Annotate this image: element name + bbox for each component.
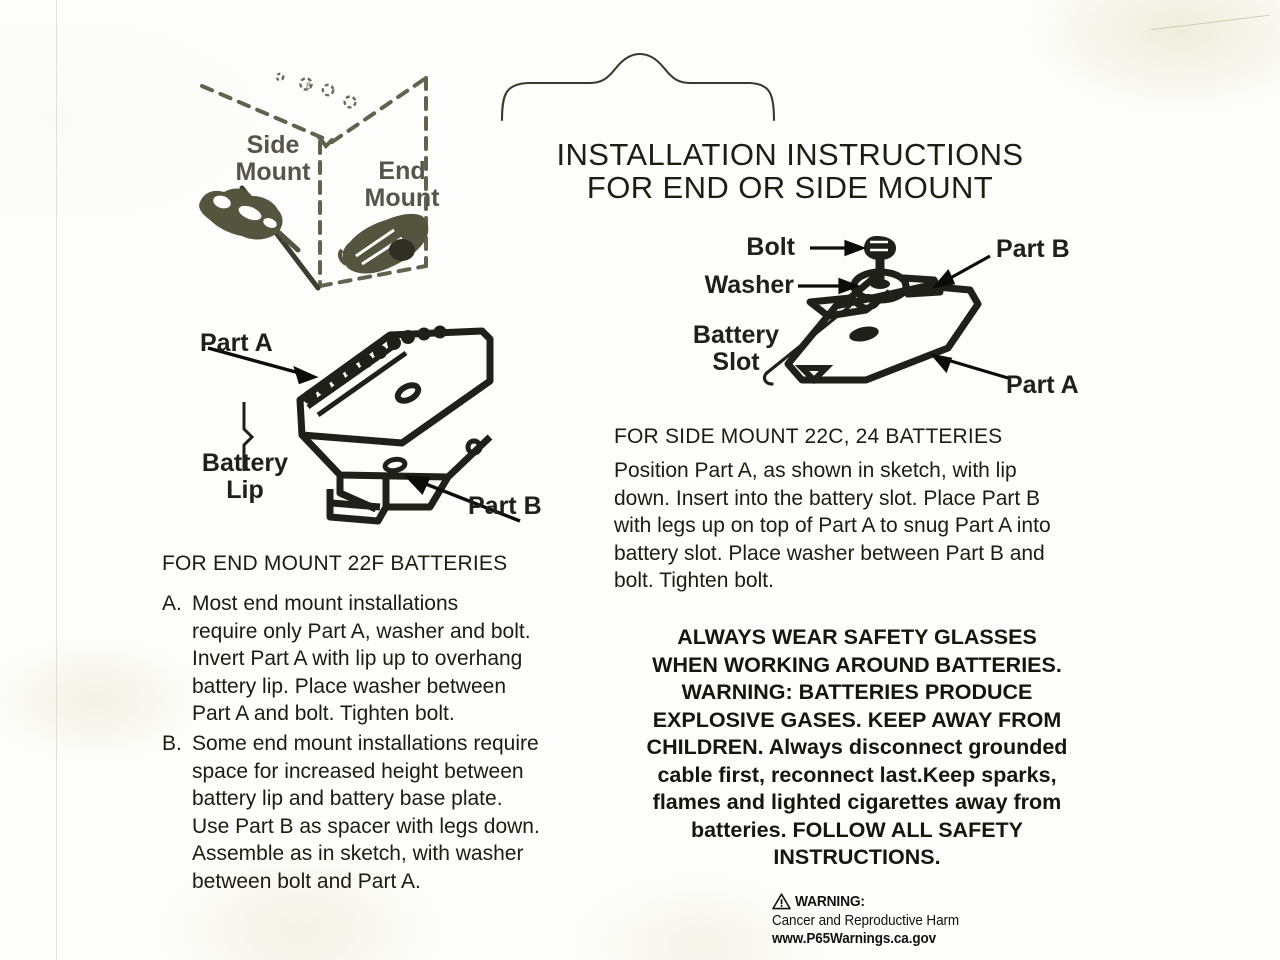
paper-fold-line [56,0,57,960]
end-mount-assembly-diagram: Part A Battery Lip Part B [190,325,580,530]
safety-warning-text: ALWAYS WEAR SAFETY GLASSES WHEN WORKING … [646,625,1068,869]
warning-triangle-icon [772,893,791,910]
prop65-warning-word: WARNING: [795,893,865,910]
end-mount-bracket-art [337,213,429,274]
side-mount-body: Position Part A, as shown in sketch, wit… [614,459,1051,592]
battery-box-diagram: 8 [180,50,500,340]
part-a-label-end-mount: Part A [200,329,273,357]
side-mount-heading: FOR SIDE MOUNT 22C, 24 BATTERIES [614,425,1003,448]
hang-tab-diecut-outline [500,52,776,122]
battery-slot-label: Battery Slot [692,321,780,376]
page-title: INSTALLATION INSTRUCTIONS FOR END OR SID… [520,138,1060,204]
part-b-label-side-mount: Part B [996,235,1070,263]
prop65-hazard-text: Cancer and Reproductive Harm [772,913,960,929]
end-mount-item-b-text: Some end mount installations require spa… [192,732,540,893]
prop65-url: www.P65Warnings.ca.gov [772,931,937,947]
side-mount-bracket-art [199,188,301,253]
page-title-line-2: FOR END OR SIDE MOUNT [586,170,994,205]
part-a-label-side-mount: Part A [1006,371,1079,399]
end-mount-item-a-text: Most end mount installations require onl… [192,592,531,725]
page-title-line-1: INSTALLATION INSTRUCTIONS [556,137,1024,172]
side-mount-label: Side Mount [235,131,311,186]
washer-label: Washer [704,271,794,299]
end-mount-item-b-marker: B. [162,732,182,755]
end-mount-heading: FOR END MOUNT 22F BATTERIES [162,552,508,575]
svg-text:8: 8 [306,81,311,91]
end-mount-item-b: B. Some end mount installations require … [162,730,602,895]
battery-box-wireframe: 8 [199,72,429,291]
end-mount-label: End Mount [364,157,440,212]
battery-lip-label: Battery Lip [201,449,289,504]
paper-edge-scuff [1150,14,1270,31]
end-mount-item-a: A. Most end mount installations require … [162,590,592,728]
part-b-label-end-mount: Part B [468,492,542,520]
prop65-heading-row: WARNING: [772,893,1072,910]
side-mount-sketch-art [762,236,1009,386]
prop65-warning: WARNING: Cancer and Reproductive Harm ww… [772,893,1072,947]
side-mount-assembly-diagram: Bolt Washer Battery Slot Part B Part A [690,228,1090,408]
bolt-label: Bolt [746,233,795,261]
end-mount-sketch-art [207,325,521,525]
end-mount-item-a-marker: A. [162,592,182,615]
